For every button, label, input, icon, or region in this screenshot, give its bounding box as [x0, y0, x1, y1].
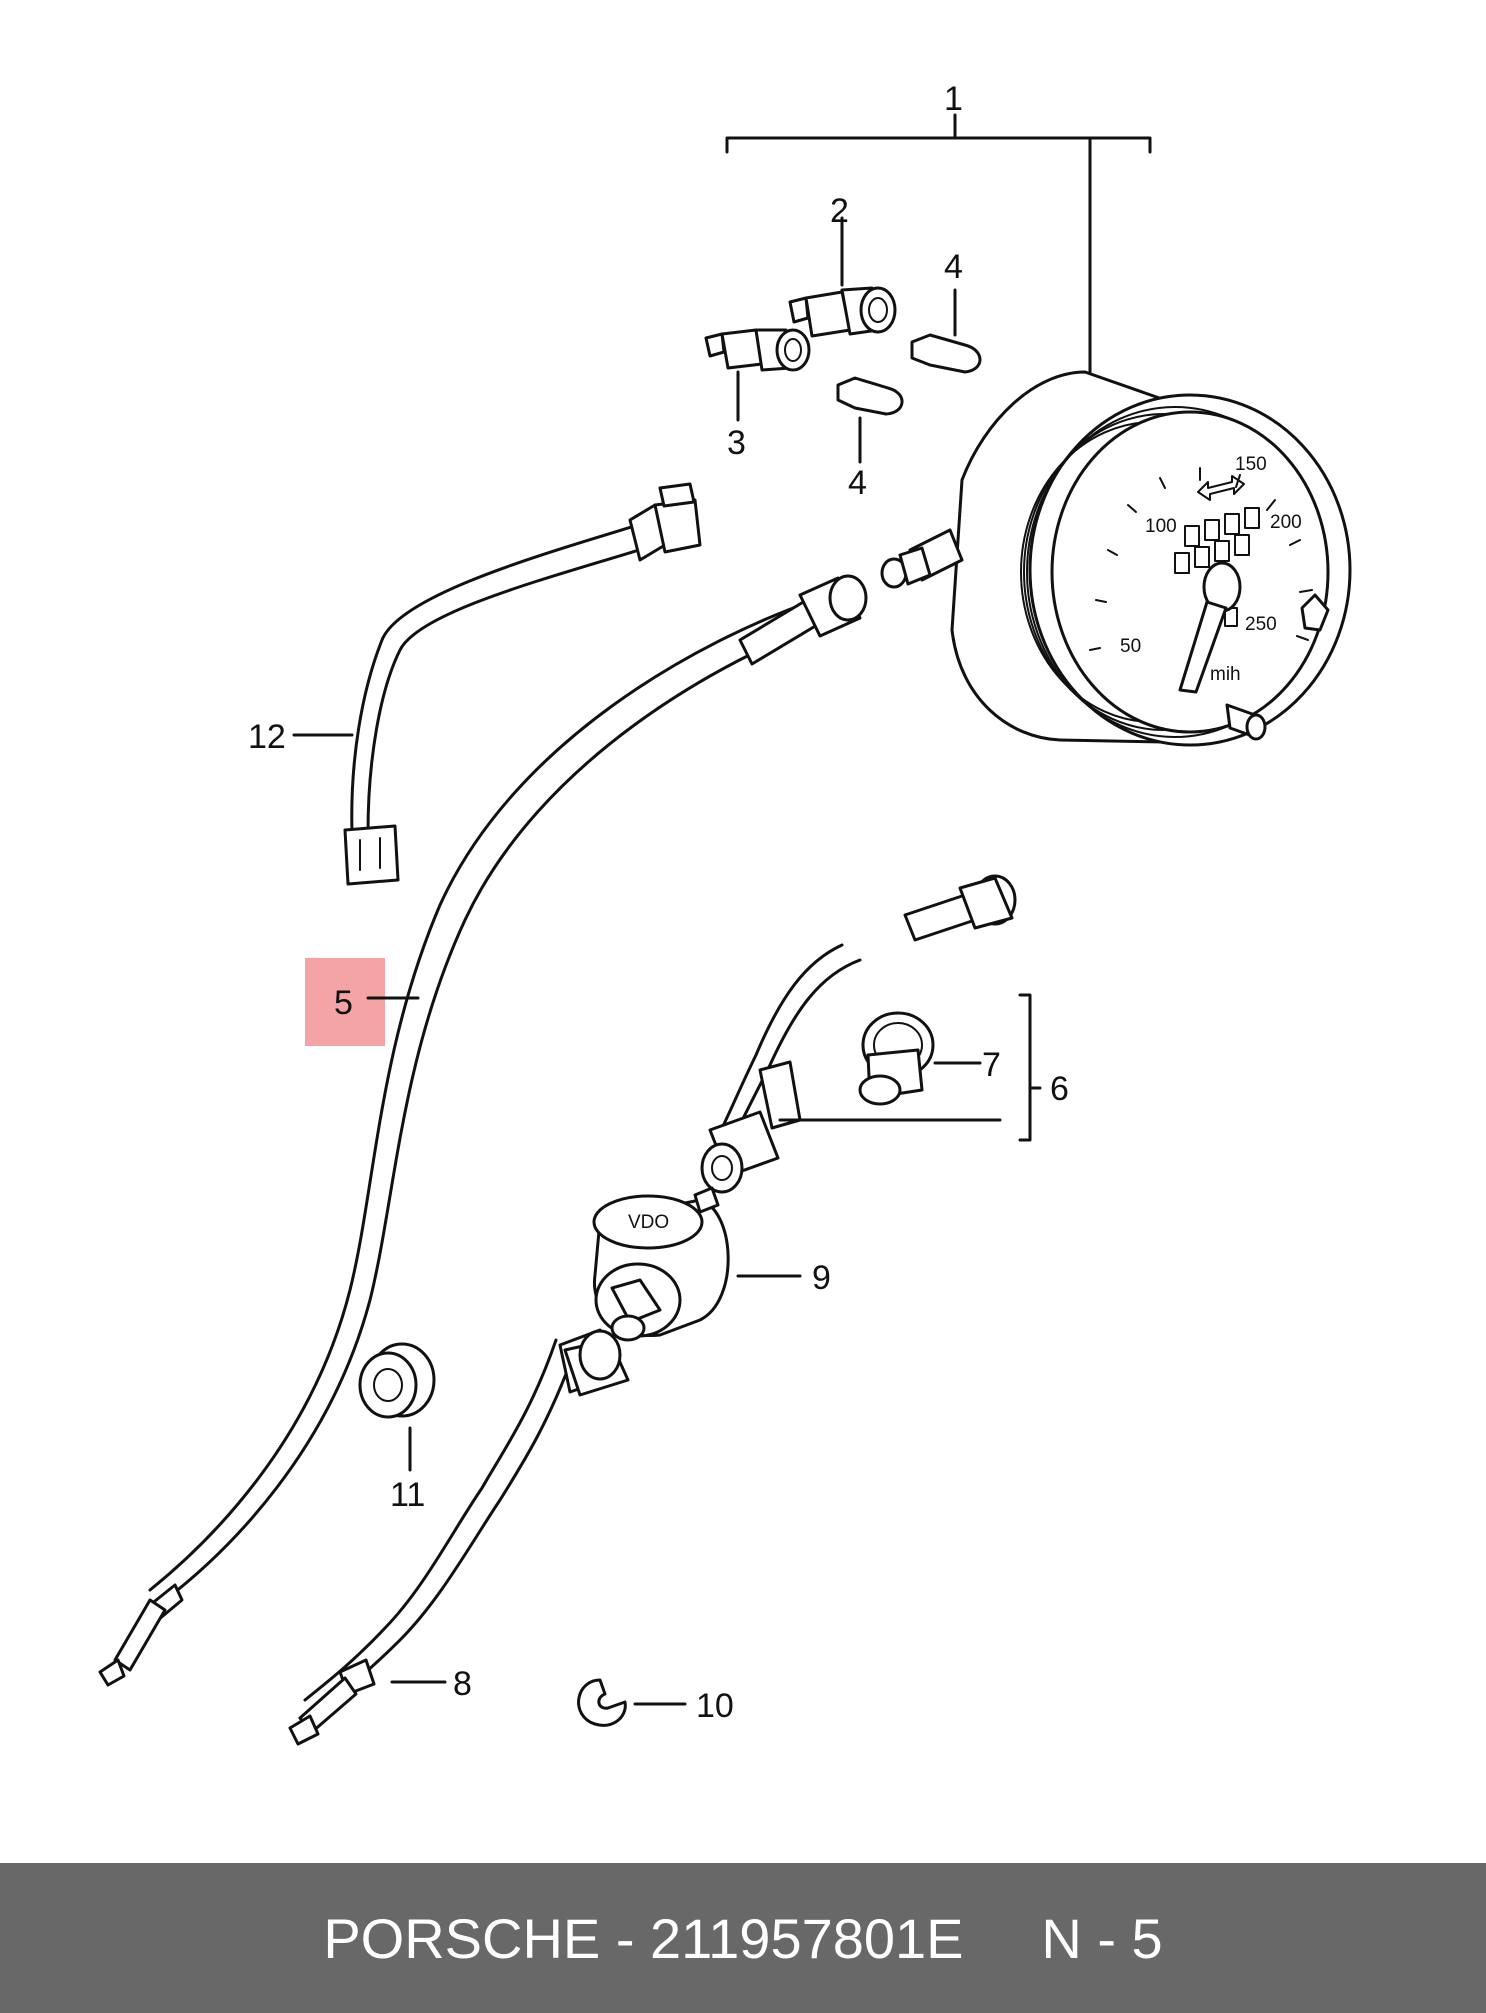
footer-part-number: PORSCHE - 211957801E N - 5: [323, 1906, 1163, 1970]
clip-part-10: 10: [577, 1678, 734, 1727]
callout-5: 5: [334, 984, 353, 1022]
cable-part-6: 6: [700, 874, 1069, 1194]
callout-8: 8: [453, 1665, 472, 1703]
speedometer-part-1: 50 100 150 200 250 mih: [880, 370, 1352, 747]
callout-2: 2: [830, 192, 849, 230]
footer-bar: PORSCHE - 211957801E N - 5: [0, 1863, 1486, 2013]
wiring-harness-part-12: 12: [248, 482, 702, 886]
parts-diagram: 50 100 150 200 250 mih: [98, 80, 1352, 1746]
bulb-socket-part-2: 2: [788, 192, 897, 338]
grommet-part-11: 11: [358, 1342, 436, 1514]
callout-12: 12: [248, 718, 286, 756]
bulb-part-4-lower: 4: [836, 376, 904, 502]
callout-10: 10: [696, 1687, 734, 1725]
adapter-part-9: VDO 9: [592, 1186, 831, 1342]
bulb-socket-part-3: 3: [704, 328, 811, 462]
adapter-vdo-label: VDO: [628, 1212, 669, 1233]
dial-label-250: 250: [1245, 614, 1277, 635]
nut-part-7: 7: [858, 1011, 1001, 1106]
cable-part-8: 8: [288, 1328, 630, 1746]
dial-label-200: 200: [1270, 512, 1302, 533]
callout-1: 1: [944, 80, 963, 118]
callout-9: 9: [812, 1259, 831, 1297]
dial-unit: mih: [1210, 664, 1241, 685]
callout-11: 11: [390, 1476, 425, 1514]
dial-label-150: 150: [1235, 454, 1267, 475]
callout-6: 6: [1050, 1070, 1069, 1108]
callout-5-highlight[interactable]: [305, 958, 385, 1046]
turn-signal-icon: [1197, 475, 1245, 501]
bulb-part-4-upper: 4: [910, 248, 982, 374]
dial-label-100: 100: [1145, 516, 1177, 537]
speedometer-cable-part-5: 5: [98, 574, 868, 1687]
callout-1-leader: 1: [725, 80, 1152, 374]
dial-label-50: 50: [1120, 636, 1141, 657]
callout-3: 3: [727, 424, 746, 462]
callout-4-upper: 4: [944, 248, 963, 286]
callout-7: 7: [982, 1046, 1001, 1084]
callout-4-lower: 4: [848, 464, 867, 502]
